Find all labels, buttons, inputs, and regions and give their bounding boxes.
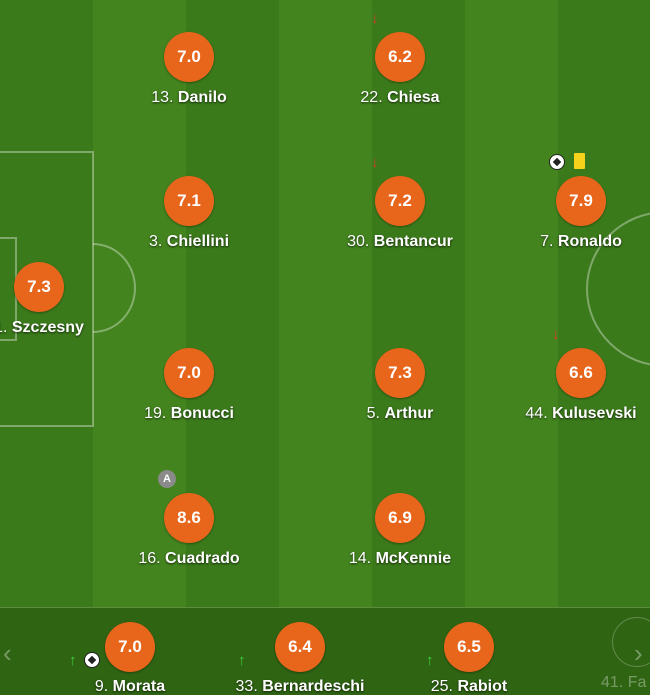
- sub-card-morata[interactable]: 7.0 9. Morata: [60, 622, 200, 695]
- player-card-ronaldo[interactable]: 7.9 7. Ronaldo: [511, 176, 650, 251]
- player-name: 44. Kulusevski: [525, 405, 637, 422]
- player-rating: 7.0: [164, 32, 214, 82]
- up-arrow-icon: ↑: [238, 652, 246, 669]
- player-name: 14. McKennie: [348, 550, 452, 567]
- football-icon: [549, 154, 565, 170]
- player-rating: 6.2: [375, 32, 425, 82]
- player-rating: 7.9: [556, 176, 606, 226]
- player-rating: 8.6: [164, 493, 214, 543]
- player-rating: 6.5: [444, 622, 494, 672]
- sub-card-bernardeschi[interactable]: 6.4 33. Bernardeschi: [230, 622, 370, 695]
- player-rating: 6.9: [375, 493, 425, 543]
- yellow-card-icon: [574, 153, 585, 169]
- player-card-arthur[interactable]: 7.3 5. Arthur: [330, 348, 470, 423]
- player-rating: 7.1: [164, 176, 214, 226]
- player-rating: 7.3: [14, 262, 64, 312]
- player-name: 25. Rabiot: [430, 678, 508, 695]
- player-name: 16. Cuadrado: [138, 550, 240, 567]
- player-rating: 7.0: [105, 622, 155, 672]
- up-arrow-icon: ↑: [69, 652, 77, 669]
- player-card-mckennie[interactable]: 6.9 14. McKennie: [330, 493, 470, 568]
- sub-card-rabiot[interactable]: 6.5 25. Rabiot: [399, 622, 539, 695]
- captain-badge-icon: A: [158, 470, 176, 488]
- player-name: 1. Szczesny: [0, 319, 84, 336]
- player-name: 7. Ronaldo: [540, 233, 622, 250]
- player-name: 9. Morata: [94, 678, 166, 695]
- player-name: 30. Bentancur: [347, 233, 453, 250]
- down-arrow-icon: ↓: [552, 326, 560, 343]
- substitutes-bench: ‹ ↑ 7.0 9. Morata ↑ 6.4 33. Bernardeschi…: [0, 607, 650, 695]
- player-name: 13. Danilo: [151, 89, 227, 106]
- player-name: 33. Bernardeschi: [235, 678, 365, 695]
- player-name: 3. Chiellini: [148, 233, 230, 250]
- player-rating: 7.2: [375, 176, 425, 226]
- player-card-kulusevski[interactable]: 6.6 44. Kulusevski: [511, 348, 650, 423]
- sub-card-partial-name: 41. Fa: [601, 674, 647, 691]
- player-card-chiesa[interactable]: 6.2 22. Chiesa: [330, 32, 470, 107]
- player-rating: 7.0: [164, 348, 214, 398]
- down-arrow-icon: ↓: [371, 10, 379, 27]
- player-rating: 7.3: [375, 348, 425, 398]
- chevron-left-icon[interactable]: ‹: [3, 638, 12, 668]
- player-rating: 6.4: [275, 622, 325, 672]
- player-name: 5. Arthur: [366, 405, 434, 422]
- player-card-bentancur[interactable]: 7.2 30. Bentancur: [330, 176, 470, 251]
- player-card-cuadrado[interactable]: 8.6 16. Cuadrado: [119, 493, 259, 568]
- player-name: 19. Bonucci: [144, 405, 234, 422]
- player-rating: 6.6: [556, 348, 606, 398]
- player-card-bonucci[interactable]: 7.0 19. Bonucci: [119, 348, 259, 423]
- up-arrow-icon: ↑: [426, 652, 434, 669]
- football-icon: [84, 652, 100, 668]
- pitch: 7.0 13. Danilo ↓ 6.2 22. Chiesa 7.1 3. C…: [0, 0, 650, 607]
- chevron-right-icon[interactable]: ›: [634, 638, 643, 668]
- player-card-szczesny[interactable]: 7.3 1. Szczesny: [0, 262, 109, 337]
- player-card-chiellini[interactable]: 7.1 3. Chiellini: [119, 176, 259, 251]
- sub-card-partial-rating: [612, 617, 650, 667]
- player-card-danilo[interactable]: 7.0 13. Danilo: [119, 32, 259, 107]
- down-arrow-icon: ↓: [371, 154, 379, 171]
- player-name: 22. Chiesa: [360, 89, 440, 106]
